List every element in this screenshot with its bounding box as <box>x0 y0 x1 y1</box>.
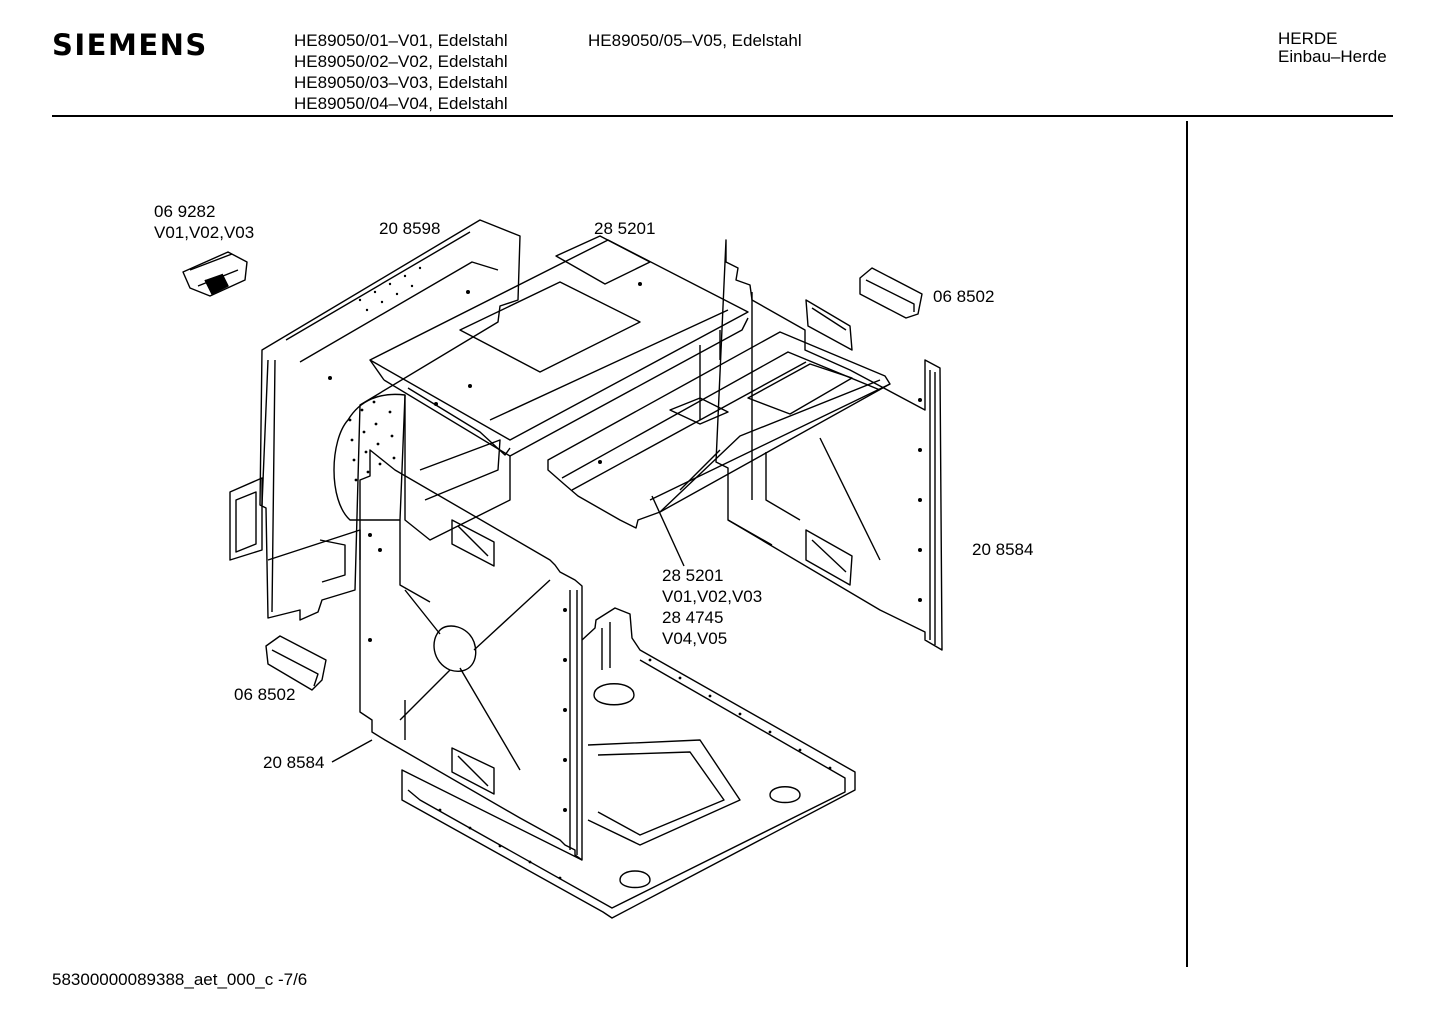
part-label-top-panel: 28 5201 <box>594 219 656 238</box>
model-line: HE89050/02–V02, Edelstahl <box>294 52 508 71</box>
part-label-handle-top-right: 06 8502 <box>933 287 995 306</box>
part-label-handle-top-left: 06 9282 V01,V02,V03 <box>154 202 255 242</box>
perforation-dots <box>328 266 922 880</box>
document-code: 58300000089388_aet_000_c -7/6 <box>52 970 308 989</box>
category-line: Einbau–Herde <box>1278 47 1387 66</box>
oven-floor-part <box>402 608 855 918</box>
model-line: HE89050/01–V01, Edelstahl <box>294 31 508 50</box>
part-label-side-panel-right: 20 8584 <box>972 540 1034 559</box>
part-label-middle-panel: 28 5201 V01,V02,V03 28 4745 V04,V05 <box>662 566 763 648</box>
oven-body-part <box>405 330 720 540</box>
model-line: HE89050/05–V05, Edelstahl <box>588 31 802 50</box>
top-panel-part <box>370 236 748 456</box>
category-label: HERDE Einbau–Herde <box>1278 30 1387 66</box>
middle-panel-part <box>548 332 890 528</box>
header-divider <box>52 115 1393 117</box>
handle-top-right-part <box>860 268 922 318</box>
model-line: HE89050/04–V04, Edelstahl <box>294 94 508 113</box>
part-label-side-panel-left: 20 8584 <box>263 753 325 772</box>
handle-top-left-part <box>183 252 247 296</box>
model-line: HE89050/03–V03, Edelstahl <box>294 73 508 92</box>
side-divider <box>1186 121 1188 967</box>
handle-left-part <box>266 636 326 690</box>
brand-logo: SIEMENS <box>52 28 208 62</box>
back-panel-part <box>230 220 520 620</box>
model-list-right: HE89050/05–V05, Edelstahl <box>588 30 802 51</box>
side-panel-left-part <box>360 450 582 860</box>
category-line: HERDE <box>1278 29 1338 48</box>
leader-lines <box>332 496 684 762</box>
model-list-left: HE89050/01–V01, Edelstahl HE89050/02–V02… <box>294 30 508 114</box>
part-label-back-panel: 20 8598 <box>379 219 441 238</box>
part-label-handle-left: 06 8502 <box>234 685 296 704</box>
